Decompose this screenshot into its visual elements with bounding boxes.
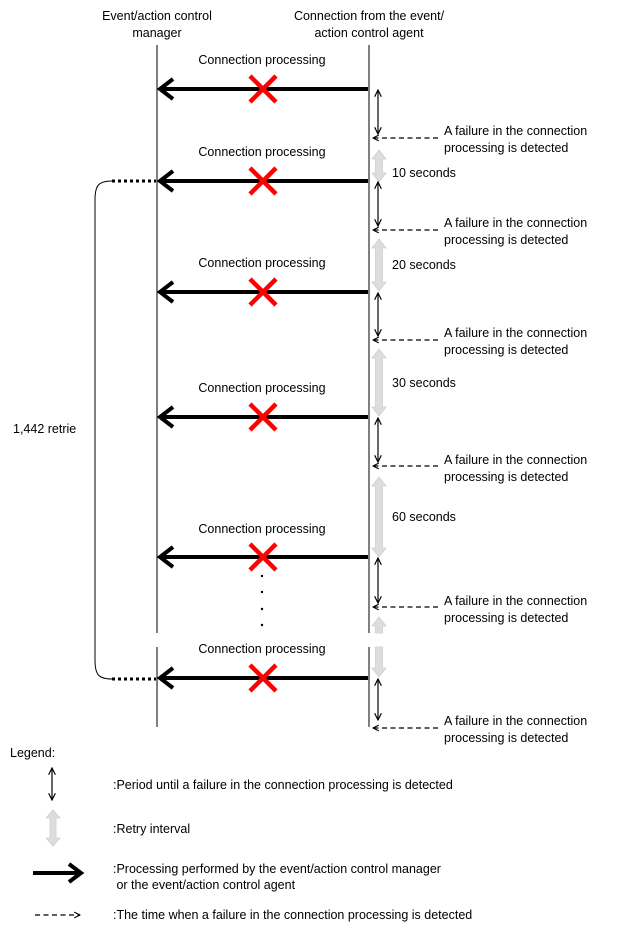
steps-layer: Connection processing A failure in the co…: [156, 53, 587, 745]
failure-detected-text-2: processing is detected: [444, 343, 568, 357]
retry-interval-arrow: [371, 646, 387, 678]
processing-arrowhead: [156, 280, 175, 304]
step-7: A failure in the connection processing is…: [373, 714, 587, 745]
legend-period-item: :Period until a failure in the connectio…: [52, 768, 453, 800]
failure-cross-icon: [248, 74, 278, 104]
processing-arrowhead: [156, 77, 175, 101]
step-1: Connection processing A failure in the co…: [156, 53, 587, 183]
retry-interval-arrow: [371, 348, 387, 417]
step-6: Connection processing: [156, 642, 387, 720]
failure-detected-text-1: A failure in the connection: [444, 124, 587, 138]
failure-detected-text-2: processing is detected: [444, 141, 568, 155]
failure-cross-icon: [248, 663, 278, 693]
failure-detected-text-2: processing is detected: [444, 233, 568, 247]
retry-brace: [94, 180, 113, 680]
failure-cross-icon: [248, 166, 278, 196]
connection-processing-label: Connection processing: [198, 145, 325, 159]
failure-detected-text-1: A failure in the connection: [444, 714, 587, 728]
failure-cross-icon: [248, 277, 278, 307]
retry-interval-arrow: [371, 476, 387, 558]
legend-processing-item: :Processing performed by the event/actio…: [33, 862, 441, 892]
connection-processing-label: Connection processing: [198, 53, 325, 67]
retry-interval-arrow: [371, 616, 387, 634]
retry-interval-label: 30 seconds: [392, 376, 456, 390]
retry-interval-arrow: [371, 149, 387, 183]
failure-cross-icon: [248, 542, 278, 572]
legend-title: Legend:: [10, 746, 55, 760]
step-4: Connection processing A failure in the co…: [156, 381, 587, 558]
connection-processing-label: Connection processing: [198, 522, 325, 536]
legend-retry-text: :Retry interval: [113, 822, 190, 836]
failure-detected-text-1: A failure in the connection: [444, 326, 587, 340]
step-3: Connection processing A failure in the co…: [156, 256, 587, 417]
retry-interval-arrow: [371, 238, 387, 292]
connection-processing-label: Connection processing: [198, 256, 325, 270]
legend-retry-item: :Retry interval: [45, 809, 190, 847]
failure-cross-icon: [248, 402, 278, 432]
legend-processing-text-2: or the event/action control agent: [113, 878, 296, 892]
omission-dots: [260, 574, 264, 627]
processing-arrowhead: [156, 666, 175, 690]
processing-arrowhead: [156, 169, 175, 193]
connection-processing-label: Connection processing: [198, 381, 325, 395]
retry-interval-label: 60 seconds: [392, 510, 456, 524]
failure-detected-text-1: A failure in the connection: [444, 216, 587, 230]
manager-header-line2: manager: [132, 26, 181, 40]
retry-interval-label: 10 seconds: [392, 166, 456, 180]
processing-arrowhead: [156, 405, 175, 429]
manager-header-line1: Event/action control: [102, 9, 212, 23]
processing-arrowhead: [156, 545, 175, 569]
agent-header-line2: action control agent: [314, 26, 424, 40]
legend-processing-text-1: :Processing performed by the event/actio…: [113, 862, 441, 876]
step-5: Connection processing A failure in the co…: [156, 522, 587, 634]
step-2: Connection processing A failure in the co…: [156, 145, 587, 292]
failure-detected-text-2: processing is detected: [444, 470, 568, 484]
failure-detected-text-2: processing is detected: [444, 611, 568, 625]
legend-detected-item: :The time when a failure in the connecti…: [35, 908, 472, 922]
failure-detected-text-2: processing is detected: [444, 731, 568, 745]
legend-retry-icon: [45, 809, 61, 847]
connection-processing-label: Connection processing: [198, 642, 325, 656]
retry-interval-label: 20 seconds: [392, 258, 456, 272]
failure-detected-text-1: A failure in the connection: [444, 453, 587, 467]
failure-detected-text-1: A failure in the connection: [444, 594, 587, 608]
legend-period-text: :Period until a failure in the connectio…: [113, 778, 453, 792]
retries-label: 1,442 retrie: [13, 422, 76, 436]
legend-detected-text: :The time when a failure in the connecti…: [113, 908, 472, 922]
agent-header-line1: Connection from the event/: [294, 9, 445, 23]
